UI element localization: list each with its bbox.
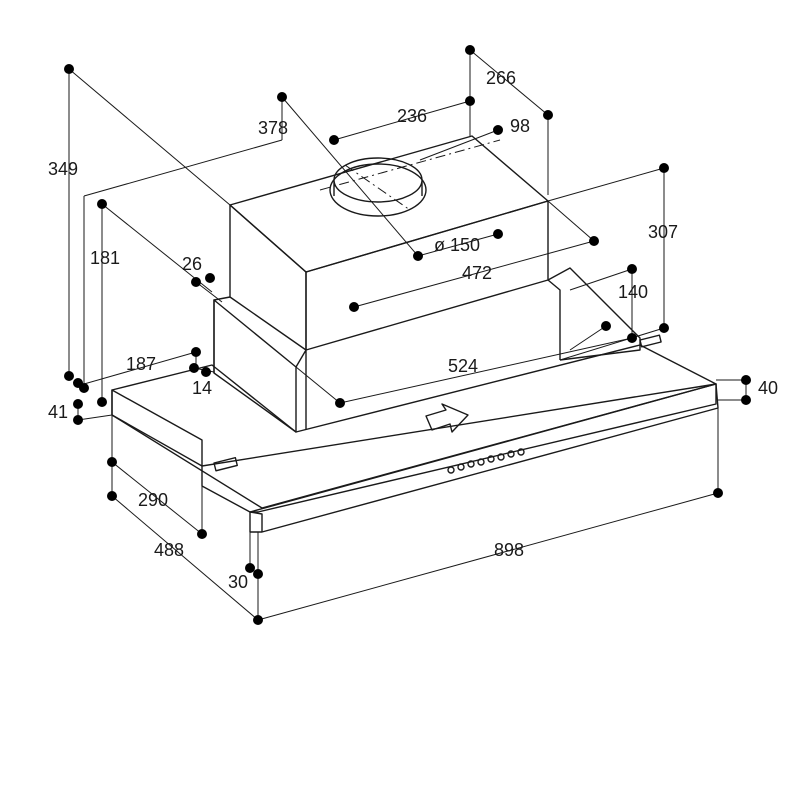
dim-30: 30 — [228, 572, 248, 592]
dim-14: 14 — [192, 378, 212, 398]
dim-307: 307 — [648, 222, 678, 242]
base-plate-side — [111, 389, 203, 467]
dim-349: 349 — [48, 159, 78, 179]
dim-26: 26 — [182, 254, 202, 274]
dim-266: 266 — [486, 68, 516, 88]
front-strip-top — [249, 383, 719, 533]
dim-40: 40 — [758, 378, 778, 398]
centerline-long — [319, 139, 501, 191]
dimension-lines — [68, 49, 747, 621]
left-handle — [213, 456, 238, 472]
right-step — [547, 279, 561, 360]
dim-524: 524 — [448, 356, 478, 376]
dim-187: 187 — [126, 354, 156, 374]
lower-front — [295, 349, 307, 430]
dim-140: 140 — [618, 282, 648, 302]
right-ledge — [547, 267, 641, 361]
arrow-down-right-icon — [425, 403, 469, 433]
dim-378: 378 — [258, 118, 288, 138]
chimney-top-face — [229, 135, 549, 273]
dim-472: 472 — [462, 263, 492, 283]
dim-150: ø 150 — [434, 235, 480, 255]
base-plate — [111, 344, 717, 509]
chimney-front-face — [305, 200, 549, 351]
collar-inner — [333, 157, 423, 203]
dim-181: 181 — [90, 248, 120, 268]
hood-body — [111, 135, 719, 533]
front-strip-edge — [249, 511, 263, 532]
lower-step — [213, 296, 231, 373]
lower-left-face — [213, 299, 297, 433]
dim-898: 898 — [494, 540, 524, 560]
collar-side — [333, 182, 423, 196]
collar-outer — [329, 163, 427, 217]
exhaust-collar — [319, 139, 501, 217]
dim-236: 236 — [397, 106, 427, 126]
dimension-labels: 349 378 236 266 98 181 26 ø 150 472 307 … — [48, 68, 778, 592]
dim-290: 290 — [138, 490, 168, 510]
dim-41: 41 — [48, 402, 68, 422]
button-row-icon — [447, 448, 525, 474]
front-panel — [201, 383, 717, 513]
centerline-short — [344, 164, 411, 211]
dim-488: 488 — [154, 540, 184, 560]
chimney-left-face — [229, 204, 307, 351]
right-handle — [639, 334, 662, 348]
dim-98: 98 — [510, 116, 530, 136]
dimension-dots — [64, 45, 751, 625]
